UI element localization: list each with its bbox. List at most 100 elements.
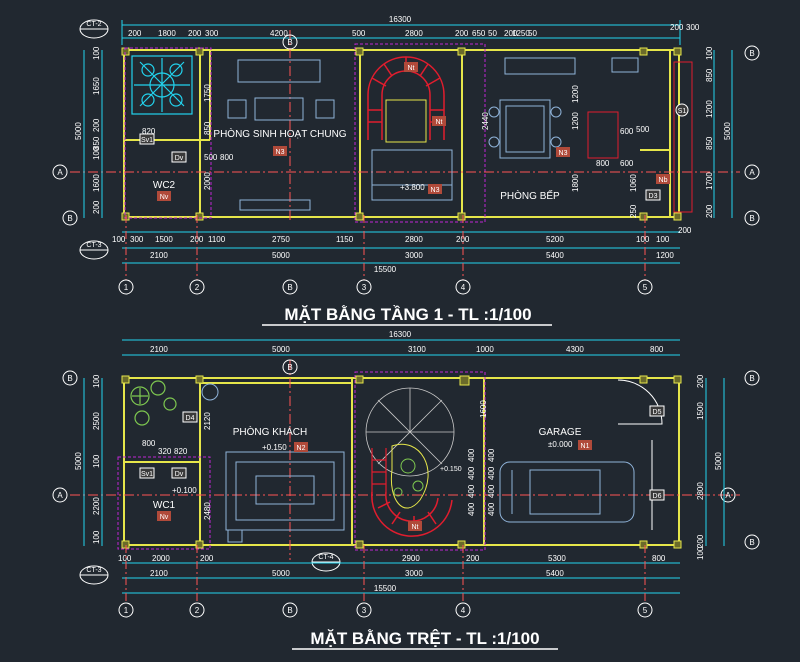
dim-label: 600 [620,127,634,136]
dim-label: 400 [487,502,496,516]
dim-label: 5300 [548,554,566,563]
walls-lower [123,377,680,546]
axis-label: B [749,538,754,547]
room-tag: Nv [160,194,169,201]
dim-label: 2800 [696,482,705,500]
plan-title: MẶT BẰNG TRỆT - TL :1/100 [310,629,539,648]
dim-label: 800 [650,345,664,354]
top-total-dim: 16300 [389,330,412,339]
dim-label: 100 [636,235,650,244]
dim-label: 4300 [566,345,584,354]
dim-label: 200 [188,29,202,38]
dim-label: 100 [112,235,126,244]
section-tag-label: CT-4 [318,554,333,561]
dim-label: 100 [92,374,101,388]
stair-plants-lower [393,458,424,497]
dim-label: 1100 [208,235,226,244]
grid-axes-upper [70,30,740,220]
dim-label: 100 [92,146,101,160]
dim-label: 600 [620,159,634,168]
axis-label: B [67,374,72,383]
dim-label: 5000 [272,345,290,354]
room-tag: N3 [559,150,568,157]
door-tags-upper: Sv1 Dv Nb D3 S1 [139,103,689,201]
elevation-label: ±0.000 [548,440,573,449]
dim-label: 400 [487,448,496,462]
dim-label: 200 [504,29,518,38]
dim-label: 100 [92,454,101,468]
columns-lower [121,375,682,549]
room-tag-box [428,184,442,194]
dim-label: 5000 [74,122,83,140]
room-label: PHÒNG SINH HOẠT CHUNG [213,127,346,140]
stair-lower-spiral [365,387,455,477]
section-tag-label: CT-2 [86,21,101,28]
top-dims-row: 200 1800 200 300 4200 500 2800 200 650 5… [128,23,700,38]
dim-label: 800 [142,439,156,448]
dim-label: 1750 [203,84,212,102]
dim-label: 1500 [696,402,705,420]
walls-upper [123,49,680,218]
door-tag: Nb [659,177,668,184]
dim-label: 800 [596,159,610,168]
dim-label: 100 [656,235,670,244]
inner-dims-lower: 2120 2480 1600 800 320 820 400 400 400 4… [142,400,496,520]
room-label: PHÒNG BẾP [500,189,560,202]
left-dims-lower: 100 2500 5000 100 2200 100 [74,374,101,544]
axis-bubbles-lower: A A B B B B [52,359,760,550]
axis-label: B [287,606,292,615]
section-tag-ct3: CT-3 [79,240,109,260]
dim-label: 200 [92,118,101,132]
dim-label: 200 [678,226,692,235]
dim-label: 2100 [150,569,168,578]
dim-label: 650 [472,29,486,38]
dim-label: 5200 [546,235,564,244]
dim-label: 500 [204,153,218,162]
dim-label: 1200 [571,85,580,103]
plan-upper: CT-2 CT-3 16300 200 1800 200 300 4200 50… [52,15,760,326]
right-dims-upper: 100 850 1200 5000 850 1700 200 [705,46,732,218]
dim-label: 200 [128,29,142,38]
dim-label: 400 [467,466,476,480]
right-dimension-lines [713,50,733,218]
room-tag-box [273,146,287,156]
dim-label: 820 [142,127,156,136]
axis-label: 3 [362,606,367,615]
dim-label: 100 [705,46,714,60]
dim-label: 2500 [92,412,101,430]
inner-dims-upper: 1750 850 2000 1200 2440 1200 1800 1060 8… [142,84,650,218]
room-tag: N3 [276,149,285,156]
living-furniture-lower [201,383,345,543]
right-dimension-lines-lower [705,378,725,546]
axis-label: 2 [195,606,200,615]
dim-label: 3100 [408,345,426,354]
top-total-dim: 16300 [389,15,412,24]
dim-label: 1650 [92,77,101,95]
door-tag: D4 [186,415,195,422]
dim-label: 820 [174,447,188,456]
elevation-label: +0.100 [172,486,197,495]
stair-tag: Nt [408,65,415,72]
dim-label: 1700 [705,172,714,190]
dim-label: 200 [190,235,204,244]
axis-label: A [749,168,755,177]
door-tag: D5 [653,409,662,416]
elevations-lower: +0.150 ±0.000 +0.100 +0.150 [172,440,573,495]
dim-label: 850 [92,136,101,150]
bottom-total-dim: 15500 [374,265,397,274]
axis-label: B [67,214,72,223]
stair-rail-lower [390,443,429,509]
dim-label: 2100 [150,345,168,354]
bottom-dimension-lines [122,231,680,264]
axis-label: 1 [124,283,129,292]
bottom-total-dim: 15500 [374,584,397,593]
left-dims-upper: 100 1650 200 5000 850 100 1600 200 [74,46,101,214]
dim-label: 1800 [158,29,176,38]
stair-tag-box [404,62,418,72]
dim-label: 100 [696,546,705,560]
stair-tag: Nt [412,524,419,531]
dim-label: 850 [705,136,714,150]
dim-label: 5000 [723,122,732,140]
dim-label: 2440 [481,112,490,130]
dim-label: 800 [652,554,666,563]
